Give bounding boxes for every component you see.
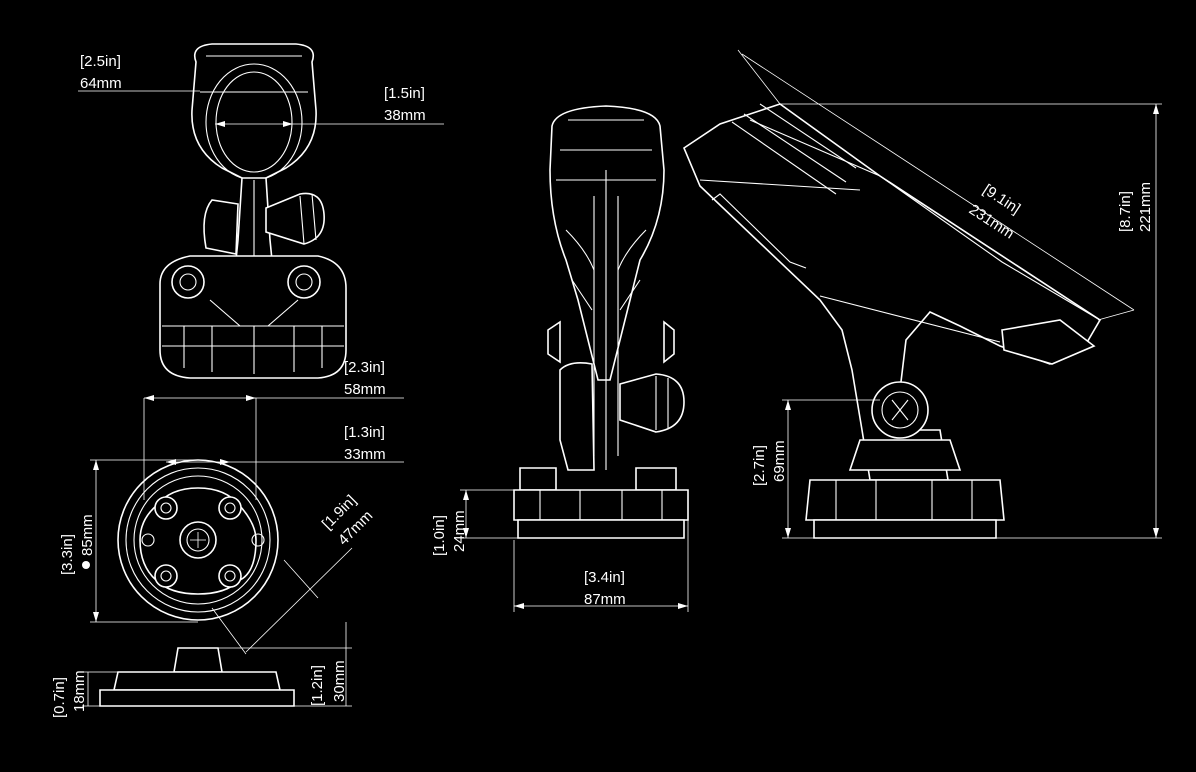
dim-front-base-width: [3.4in] 87mm (513, 520, 689, 612)
svg-text:24mm: 24mm (451, 510, 468, 552)
front-view-holder (513, 105, 689, 539)
base-side-view (99, 647, 295, 707)
svg-text:[8.7in]: [8.7in] (1117, 191, 1134, 232)
svg-text:18mm: 18mm (71, 670, 88, 712)
svg-text:221mm: 221mm (1137, 182, 1154, 232)
dim-base-height-small: [0.7in] 18mm (51, 670, 118, 718)
dim-pivot-height: [2.7in] 69mm (751, 399, 880, 539)
dim-base-height-total: [1.2in] 30mm (218, 622, 352, 707)
svg-text:[2.7in]: [2.7in] (751, 445, 768, 486)
svg-text:69mm: 69mm (771, 440, 788, 482)
base-plate-top-view (117, 459, 279, 621)
svg-text:58mm: 58mm (344, 381, 386, 398)
dim-bolt-spacing: [1.3in] 33mm (166, 424, 404, 465)
dim-ring-inner-width: [1.5in] 38mm (215, 85, 444, 127)
svg-text:64mm: 64mm (80, 75, 122, 92)
svg-text:[1.0in]: [1.0in] (431, 515, 448, 556)
svg-text:[1.3in]: [1.3in] (344, 424, 385, 441)
svg-text:[1.2in]: [1.2in] (309, 665, 326, 706)
svg-text:[2.5in]: [2.5in] (80, 53, 121, 70)
svg-text:87mm: 87mm (584, 591, 626, 608)
svg-text:[1.5in]: [1.5in] (384, 85, 425, 102)
svg-text:38mm: 38mm (384, 107, 426, 124)
dim-top-view-width: [2.5in] 64mm (78, 53, 200, 92)
svg-text:[3.4in]: [3.4in] (584, 569, 625, 586)
svg-text:[3.3in]: [3.3in] (59, 534, 76, 575)
svg-text:33mm: 33mm (344, 446, 386, 463)
svg-text:[2.3in]: [2.3in] (344, 359, 385, 376)
side-view-holder (683, 103, 1102, 539)
dim-base-plate-width: [2.3in] 58mm (143, 359, 404, 500)
dim-front-base-height: [1.0in] 24mm (431, 489, 518, 556)
diameter-symbol (82, 561, 90, 569)
svg-text:[0.7in]: [0.7in] (51, 677, 68, 718)
dim-total-height: [8.7in] 221mm (780, 103, 1162, 539)
top-view-holder (159, 43, 347, 379)
svg-text:30mm: 30mm (331, 660, 348, 702)
dim-base-diameter: [3.3in] 85mm (59, 459, 198, 623)
svg-text:85mm: 85mm (79, 514, 96, 556)
